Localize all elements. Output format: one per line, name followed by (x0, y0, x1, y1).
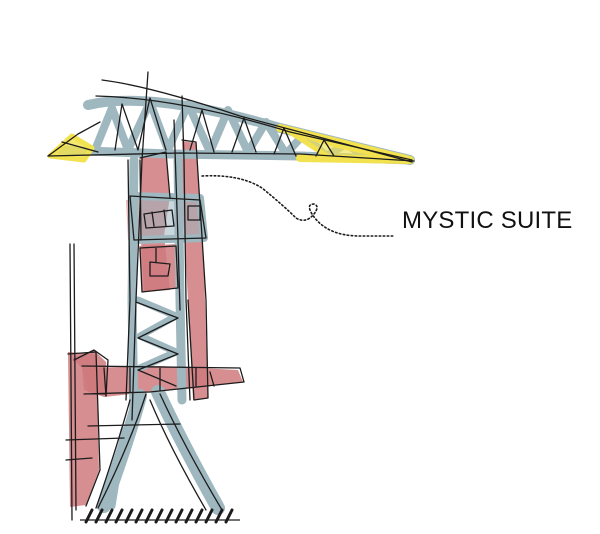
callout-leader-line (201, 174, 395, 237)
base-right-leg (151, 385, 225, 515)
ground-hatch (80, 508, 240, 524)
ink-mast-left (131, 71, 149, 421)
ink-counter-jib (47, 121, 101, 157)
ink-red-column-outline (139, 151, 171, 241)
ink-jib-bottom (47, 152, 415, 162)
ink-base-right (149, 393, 223, 511)
ground-hatch-strokes (84, 508, 234, 524)
ink-right-column-outline (181, 139, 209, 401)
ink-left-pole (73, 243, 77, 511)
ink-mast-right-2 (173, 119, 181, 311)
ink-left-slab (65, 243, 101, 521)
base-left-leg-inner (108, 426, 128, 510)
ink-linework-group (47, 71, 415, 521)
red-horizontal-arm (82, 366, 243, 397)
ink-cabin-window (143, 205, 201, 229)
ink-mast-right (181, 95, 191, 401)
ink-jib-lattice (114, 97, 335, 157)
ink-cabin (129, 195, 207, 241)
ink-mast-lattice (135, 301, 179, 387)
ink-base-left (95, 393, 147, 509)
red-lower-cab (139, 244, 178, 292)
ink-jib-top-2 (95, 95, 413, 161)
mast-lattice (134, 296, 180, 372)
callout-label-text: MYSTIC SUITE (402, 207, 573, 234)
ink-left-hook (73, 349, 109, 397)
ink-lower-cab (139, 245, 179, 293)
steel-cabin-box (128, 192, 208, 244)
